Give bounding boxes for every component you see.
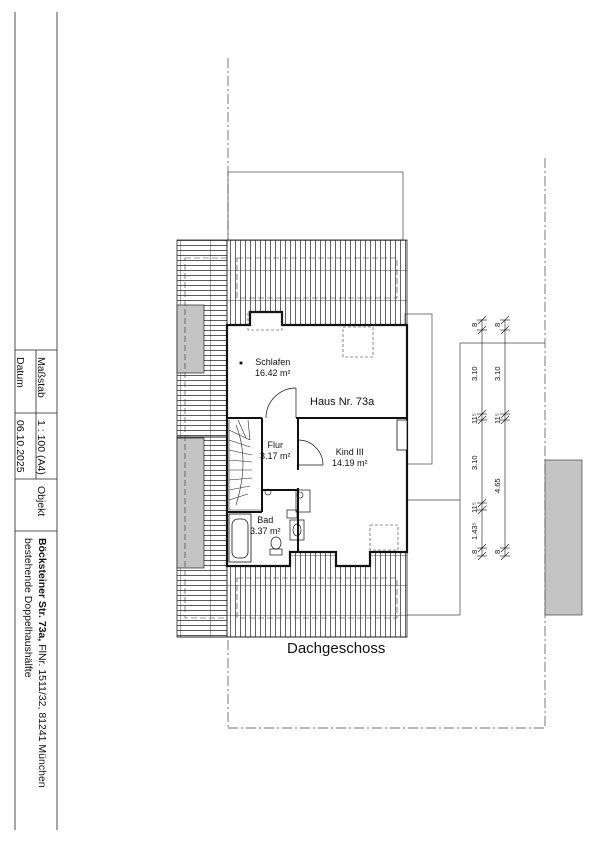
room-flur: Flur 3.17 m² xyxy=(260,440,291,462)
sink xyxy=(286,509,305,541)
toilet xyxy=(269,536,283,556)
neighbour-building xyxy=(544,459,583,616)
dimension-label: 8 xyxy=(493,550,502,555)
room-bad: Bad 3.37 m² xyxy=(250,515,281,537)
room-name: Kind III xyxy=(335,447,364,457)
room-area: 16.42 m² xyxy=(255,368,291,378)
staircase xyxy=(228,419,262,511)
dimension-label: 11⁵ xyxy=(470,502,479,514)
room-schlafen: Schlafen 16.42 m² xyxy=(255,357,291,379)
dimension-label: 11⁵ xyxy=(470,412,479,424)
shaft xyxy=(295,489,311,513)
room-name: Bad xyxy=(257,515,274,525)
fixture-circles xyxy=(264,488,304,499)
dimension-label: 3.10 xyxy=(493,366,502,381)
dimension-label: 8 xyxy=(470,323,479,328)
door-swings xyxy=(265,387,324,466)
dimension-label: 11⁵ xyxy=(493,412,502,424)
house-label: Haus Nr. 73a xyxy=(310,396,375,408)
room-area: 3.37 m² xyxy=(250,526,281,536)
dimension-lines xyxy=(477,315,510,561)
room-area: 3.17 m² xyxy=(260,451,291,461)
bathtub xyxy=(228,513,252,563)
room-area: 14.19 m² xyxy=(332,458,368,468)
dimension-label: 3.10 xyxy=(470,455,479,471)
skylights xyxy=(247,311,399,551)
window-marks xyxy=(239,361,408,451)
dimension-label: 1.43⁵ xyxy=(470,522,479,540)
roof-left-eave xyxy=(176,239,228,638)
dimension-label: 8 xyxy=(493,323,502,328)
room-name: Flur xyxy=(267,440,284,450)
roof-dashed-outline xyxy=(184,257,398,619)
title-block-frame xyxy=(14,12,58,830)
dimension-label: 8 xyxy=(470,550,479,555)
room-kind-iii: Kind III 14.19 m² xyxy=(332,447,368,469)
dimension-label: 4.65 xyxy=(493,478,502,493)
room-name: Schlafen xyxy=(255,357,291,367)
dimension-label: 3.10 xyxy=(470,366,479,381)
plan-title: Dachgeschoss xyxy=(287,640,386,657)
